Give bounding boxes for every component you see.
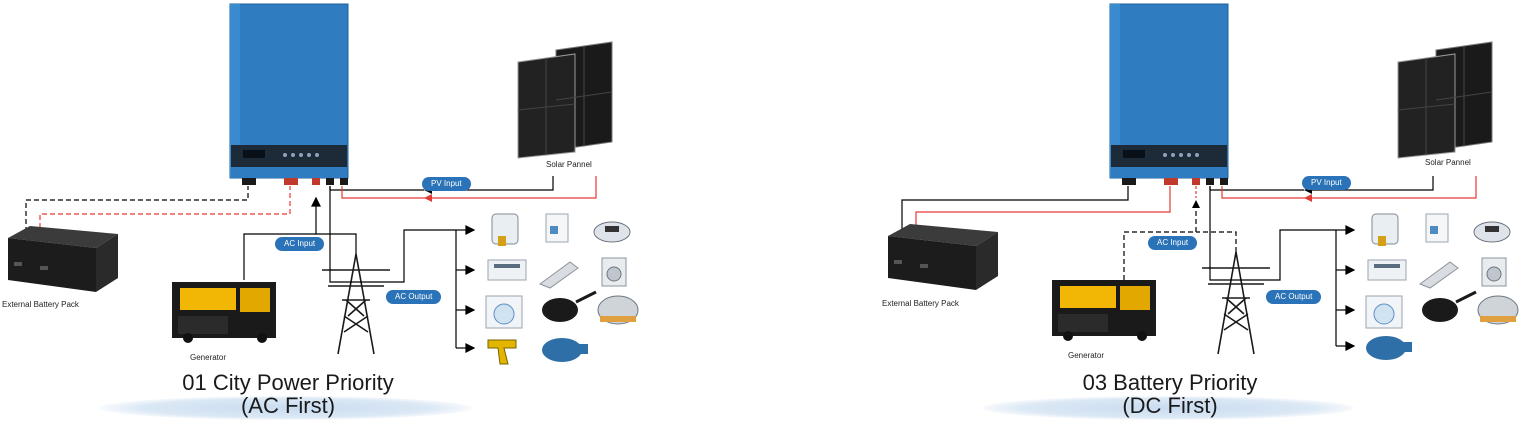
ac-input-label: AC Input	[1148, 236, 1198, 250]
pv-input-label: PV Input	[1302, 176, 1351, 190]
appliance-icons	[1365, 213, 1519, 360]
generator-label: Generator	[1068, 351, 1105, 360]
appliance-icons	[485, 213, 639, 365]
ac-input-wiring	[1123, 204, 1237, 280]
wiring-diagram	[888, 3, 1519, 360]
wiring-diagram	[8, 3, 639, 365]
solar-panel-image	[1397, 41, 1493, 159]
battery-label: External Battery Pack	[2, 300, 79, 309]
ac-output-wiring	[1209, 186, 1356, 351]
generator-image	[1052, 280, 1156, 341]
ac-output-label: AC Output	[386, 290, 442, 304]
generator-image	[172, 282, 276, 343]
inverter-unit	[229, 3, 349, 185]
battery-pack-image	[888, 224, 998, 290]
ac-input-arrow	[1192, 200, 1200, 208]
pv-input-label: PV Input	[422, 177, 471, 191]
ac-input-label: AC Input	[275, 237, 325, 251]
battery-wiring	[25, 186, 291, 236]
inverter-unit	[1109, 3, 1229, 185]
power-tower-image	[322, 253, 390, 355]
battery-label: External Battery Pack	[882, 299, 959, 308]
ac-output-wiring	[329, 186, 476, 353]
ac-input-wiring	[243, 196, 357, 280]
battery-wiring	[901, 186, 1171, 234]
title-glow	[982, 396, 1354, 420]
mode-title: 01 City Power Priority	[182, 370, 394, 395]
mode-subtitle: (DC First)	[1122, 393, 1218, 418]
battery-pack-image	[8, 226, 118, 292]
mode-panel-battery: PV Input AC Input AC Output Solar Pannel…	[880, 0, 1536, 424]
ac-output-label: AC Output	[1266, 290, 1322, 304]
pv-wiring	[329, 176, 597, 202]
title-glow	[100, 396, 472, 420]
mode-subtitle: (AC First)	[240, 393, 336, 418]
generator-label: Generator	[190, 353, 227, 362]
mode-title: 03 Battery Priority	[1082, 370, 1258, 395]
solar-panel-label: Solar Pannel	[546, 160, 592, 169]
mode-panel-city-power: PV Input AC Input AC Output Solar Pannel…	[0, 0, 760, 424]
power-tower-image	[1202, 251, 1270, 355]
solar-panel-image	[517, 41, 613, 159]
solar-panel-label: Solar Pannel	[1425, 158, 1471, 167]
